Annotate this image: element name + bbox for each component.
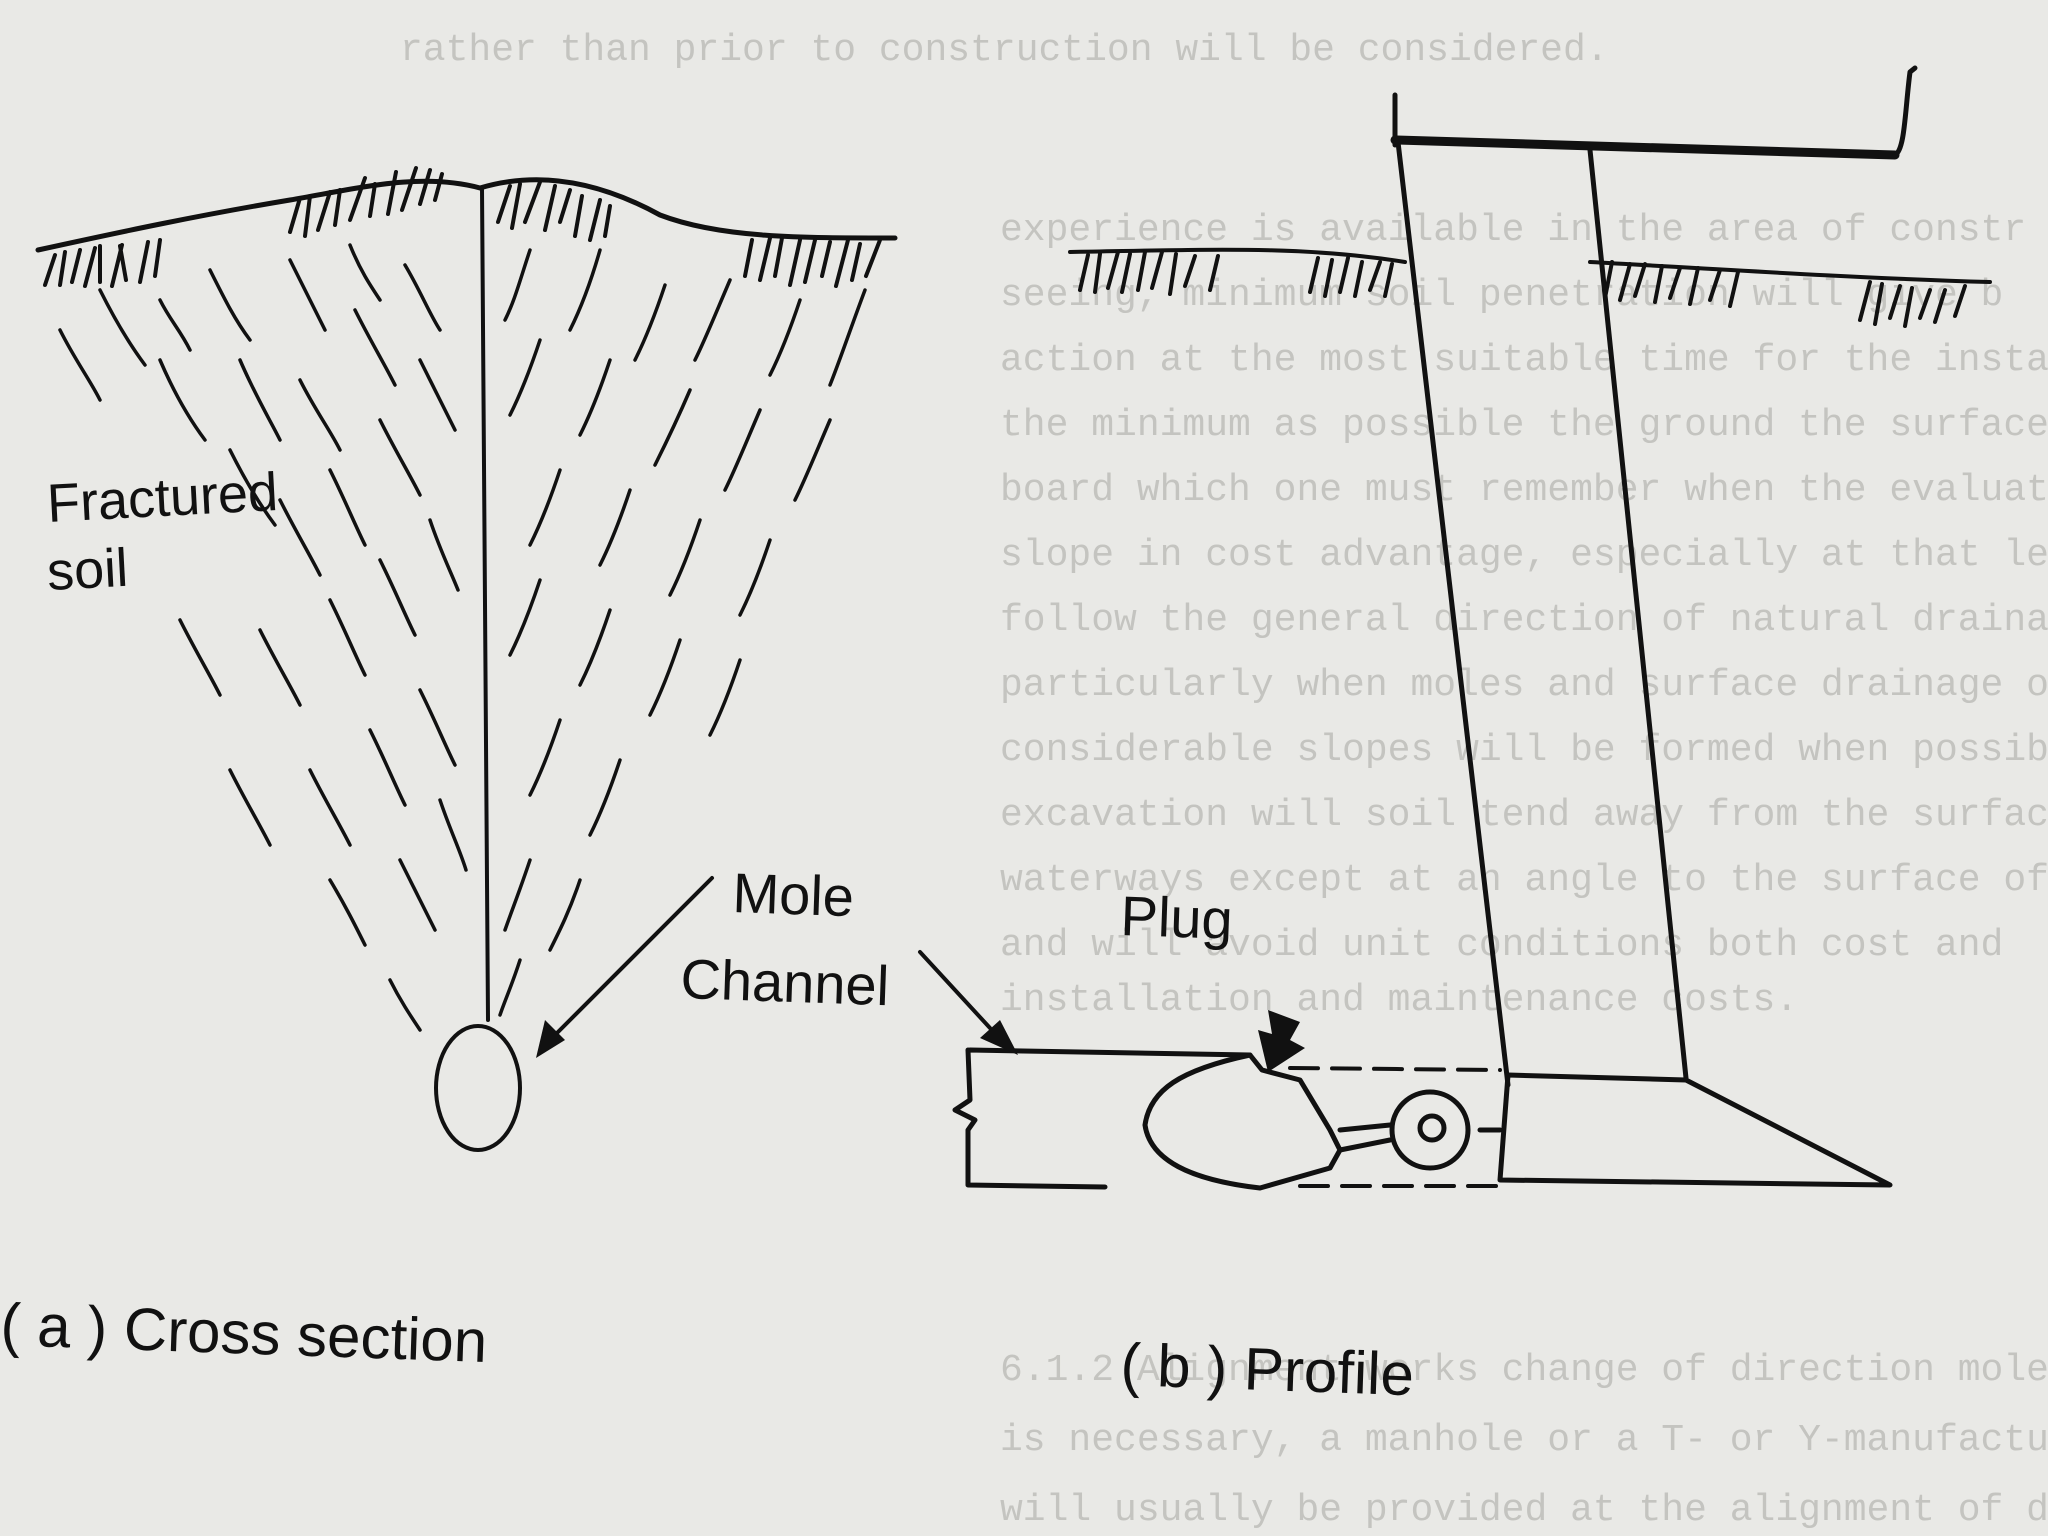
profile-panel xyxy=(918,65,1992,1191)
background-text-line: considerable slopes will be formed when … xyxy=(1000,729,2048,772)
mole-channel-label-line2: Channel xyxy=(680,947,891,1017)
background-text-line: board which one must remember when the e… xyxy=(1000,469,2048,512)
plug-label: Plug xyxy=(1120,884,1234,951)
fractured-soil-label-line2: soil xyxy=(45,538,129,602)
tractor-drawbar xyxy=(1390,135,1900,160)
caption-cross-section: ( a ) Cross section xyxy=(0,1291,488,1375)
background-text-line: particularly when moles and surface drai… xyxy=(1000,664,2048,707)
cross-section-panel xyxy=(35,166,898,1152)
fractured-soil-label-line1: Fractured xyxy=(45,462,279,534)
background-text-line: rather than prior to construction will b… xyxy=(400,29,1609,72)
drawbar-hook xyxy=(1892,65,1918,158)
mole-channel-arrow xyxy=(548,876,714,1042)
expander-chain xyxy=(1337,1122,1503,1153)
channel-dashed-outline xyxy=(1288,1066,1502,1188)
profile-channel-arrowhead xyxy=(980,1020,1018,1055)
background-text-line: excavation will soil tend away from the … xyxy=(1000,794,2048,837)
background-text-line: follow the general direction of natural … xyxy=(1000,599,2048,642)
background-text-line: the minimum as possible the ground the s… xyxy=(1000,404,2048,447)
background-text-line: will usually be provided at the alignmen… xyxy=(1000,1489,2048,1532)
plough-shank xyxy=(1395,139,1689,1088)
mole-plough-slit xyxy=(480,186,490,1022)
cross-section-ground-surface xyxy=(35,177,898,253)
plough-foot xyxy=(1497,1072,1893,1188)
expander-link-pin xyxy=(1417,1113,1447,1143)
background-text-line: experience is available in the area of c… xyxy=(1000,209,2026,252)
background-text-line: slope in cost advantage, especially at t… xyxy=(1000,534,2048,577)
expander-link-ring xyxy=(1389,1089,1471,1171)
mole-channel-label-line1: Mole xyxy=(732,861,856,928)
profile-channel-arrow xyxy=(918,950,992,1030)
background-page-text: rather than prior to construction will b… xyxy=(400,29,2048,1532)
profile-grass-tufts xyxy=(1078,250,1967,328)
background-text-line: installation and maintenance costs. xyxy=(1000,979,1798,1022)
background-text-line: seeing, minimum soil penetration will gi… xyxy=(1000,274,2003,317)
background-text-line: 6.1.2 Alignment works change of directio… xyxy=(1000,1349,2048,1392)
mole-channel-arrowhead xyxy=(536,1020,565,1058)
cross-section-grass-tufts xyxy=(43,166,882,288)
mole-channel-circle xyxy=(434,1024,522,1152)
profile-mole-channel xyxy=(952,1047,1253,1190)
expander-plug xyxy=(1142,1052,1343,1191)
caption-profile: ( b ) Profile xyxy=(1120,1331,1416,1408)
background-text-line: and will avoid unit conditions both cost… xyxy=(1000,924,2003,967)
background-text-line: action at the most suitable time for the… xyxy=(1000,339,2048,382)
plug-arrow xyxy=(1258,1010,1305,1072)
soil-fracture-lines xyxy=(58,243,867,1032)
background-text-line: is necessary, a manhole or a T- or Y-man… xyxy=(1000,1419,2048,1462)
background-text-line: waterways except at an angle to the surf… xyxy=(1000,859,2048,902)
